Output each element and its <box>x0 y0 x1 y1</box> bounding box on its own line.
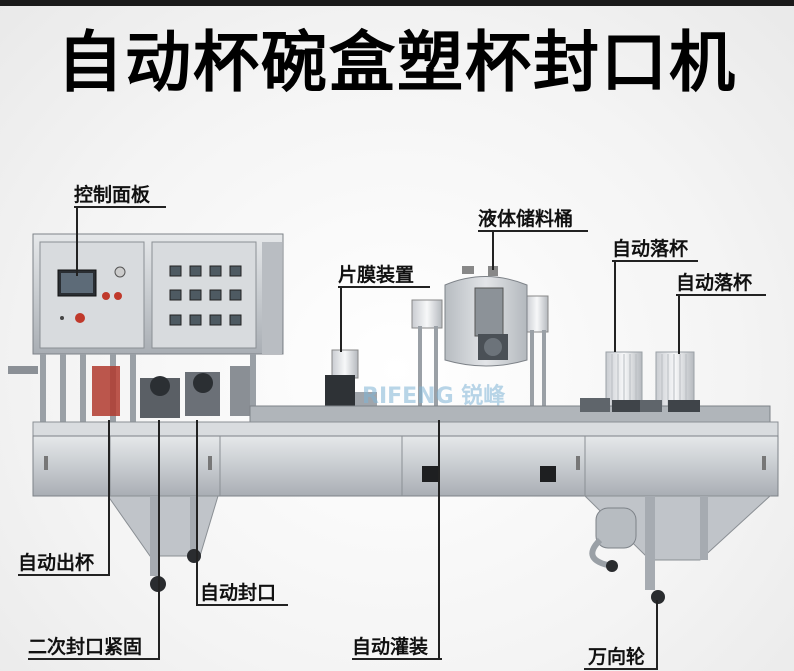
leader-auto-filling-h <box>352 658 442 660</box>
label-secondary-seal: 二次封口紧固 <box>28 636 143 658</box>
leader-secondary-seal-v <box>158 420 160 660</box>
leader-secondary-seal-h <box>28 658 160 660</box>
label-universal-wheel: 万向轮 <box>588 646 646 668</box>
leader-film-device-h <box>338 286 430 288</box>
leader-cup-drop-1-h <box>612 260 698 262</box>
leader-liquid-tank-v <box>492 230 494 270</box>
leader-liquid-tank-h <box>478 230 588 232</box>
top-bar <box>0 0 794 6</box>
leader-film-device-v <box>340 286 342 352</box>
label-auto-filling: 自动灌装 <box>352 636 429 658</box>
leader-cup-drop-2-h <box>676 294 766 296</box>
leader-universal-wheel-h <box>584 668 658 670</box>
leader-cup-out-v <box>108 420 110 576</box>
leader-cup-out-h <box>18 574 110 576</box>
legs <box>107 495 772 604</box>
control-cabinet <box>8 233 284 424</box>
label-auto-seal: 自动封口 <box>200 582 277 604</box>
leader-universal-wheel-v <box>656 600 658 670</box>
leader-auto-seal-h <box>196 604 288 606</box>
leader-control-panel-v <box>76 206 78 276</box>
label-liquid-tank: 液体储料桶 <box>478 208 574 230</box>
label-control-panel: 控制面板 <box>74 184 151 206</box>
label-auto-cup-drop-1: 自动落杯 <box>612 238 689 260</box>
leader-cup-drop-2-v <box>678 294 680 354</box>
leader-cup-drop-1-v <box>614 260 616 352</box>
label-auto-cup-out: 自动出杯 <box>18 552 95 574</box>
sealing-mechanism <box>92 366 250 418</box>
page-title: 自动杯碗盒塑杯封口机 <box>57 24 737 101</box>
leader-auto-seal-v <box>196 420 198 606</box>
filling-station <box>411 266 549 421</box>
label-auto-cup-drop-2: 自动落杯 <box>676 272 753 294</box>
watermark-text: RIFENG 锐峰 <box>362 383 506 409</box>
machine-base <box>32 421 779 497</box>
leader-auto-filling-v <box>438 420 440 660</box>
label-film-device: 片膜装置 <box>338 264 415 286</box>
leader-control-panel-h <box>74 206 166 208</box>
cup-dropper-1 <box>605 351 643 409</box>
